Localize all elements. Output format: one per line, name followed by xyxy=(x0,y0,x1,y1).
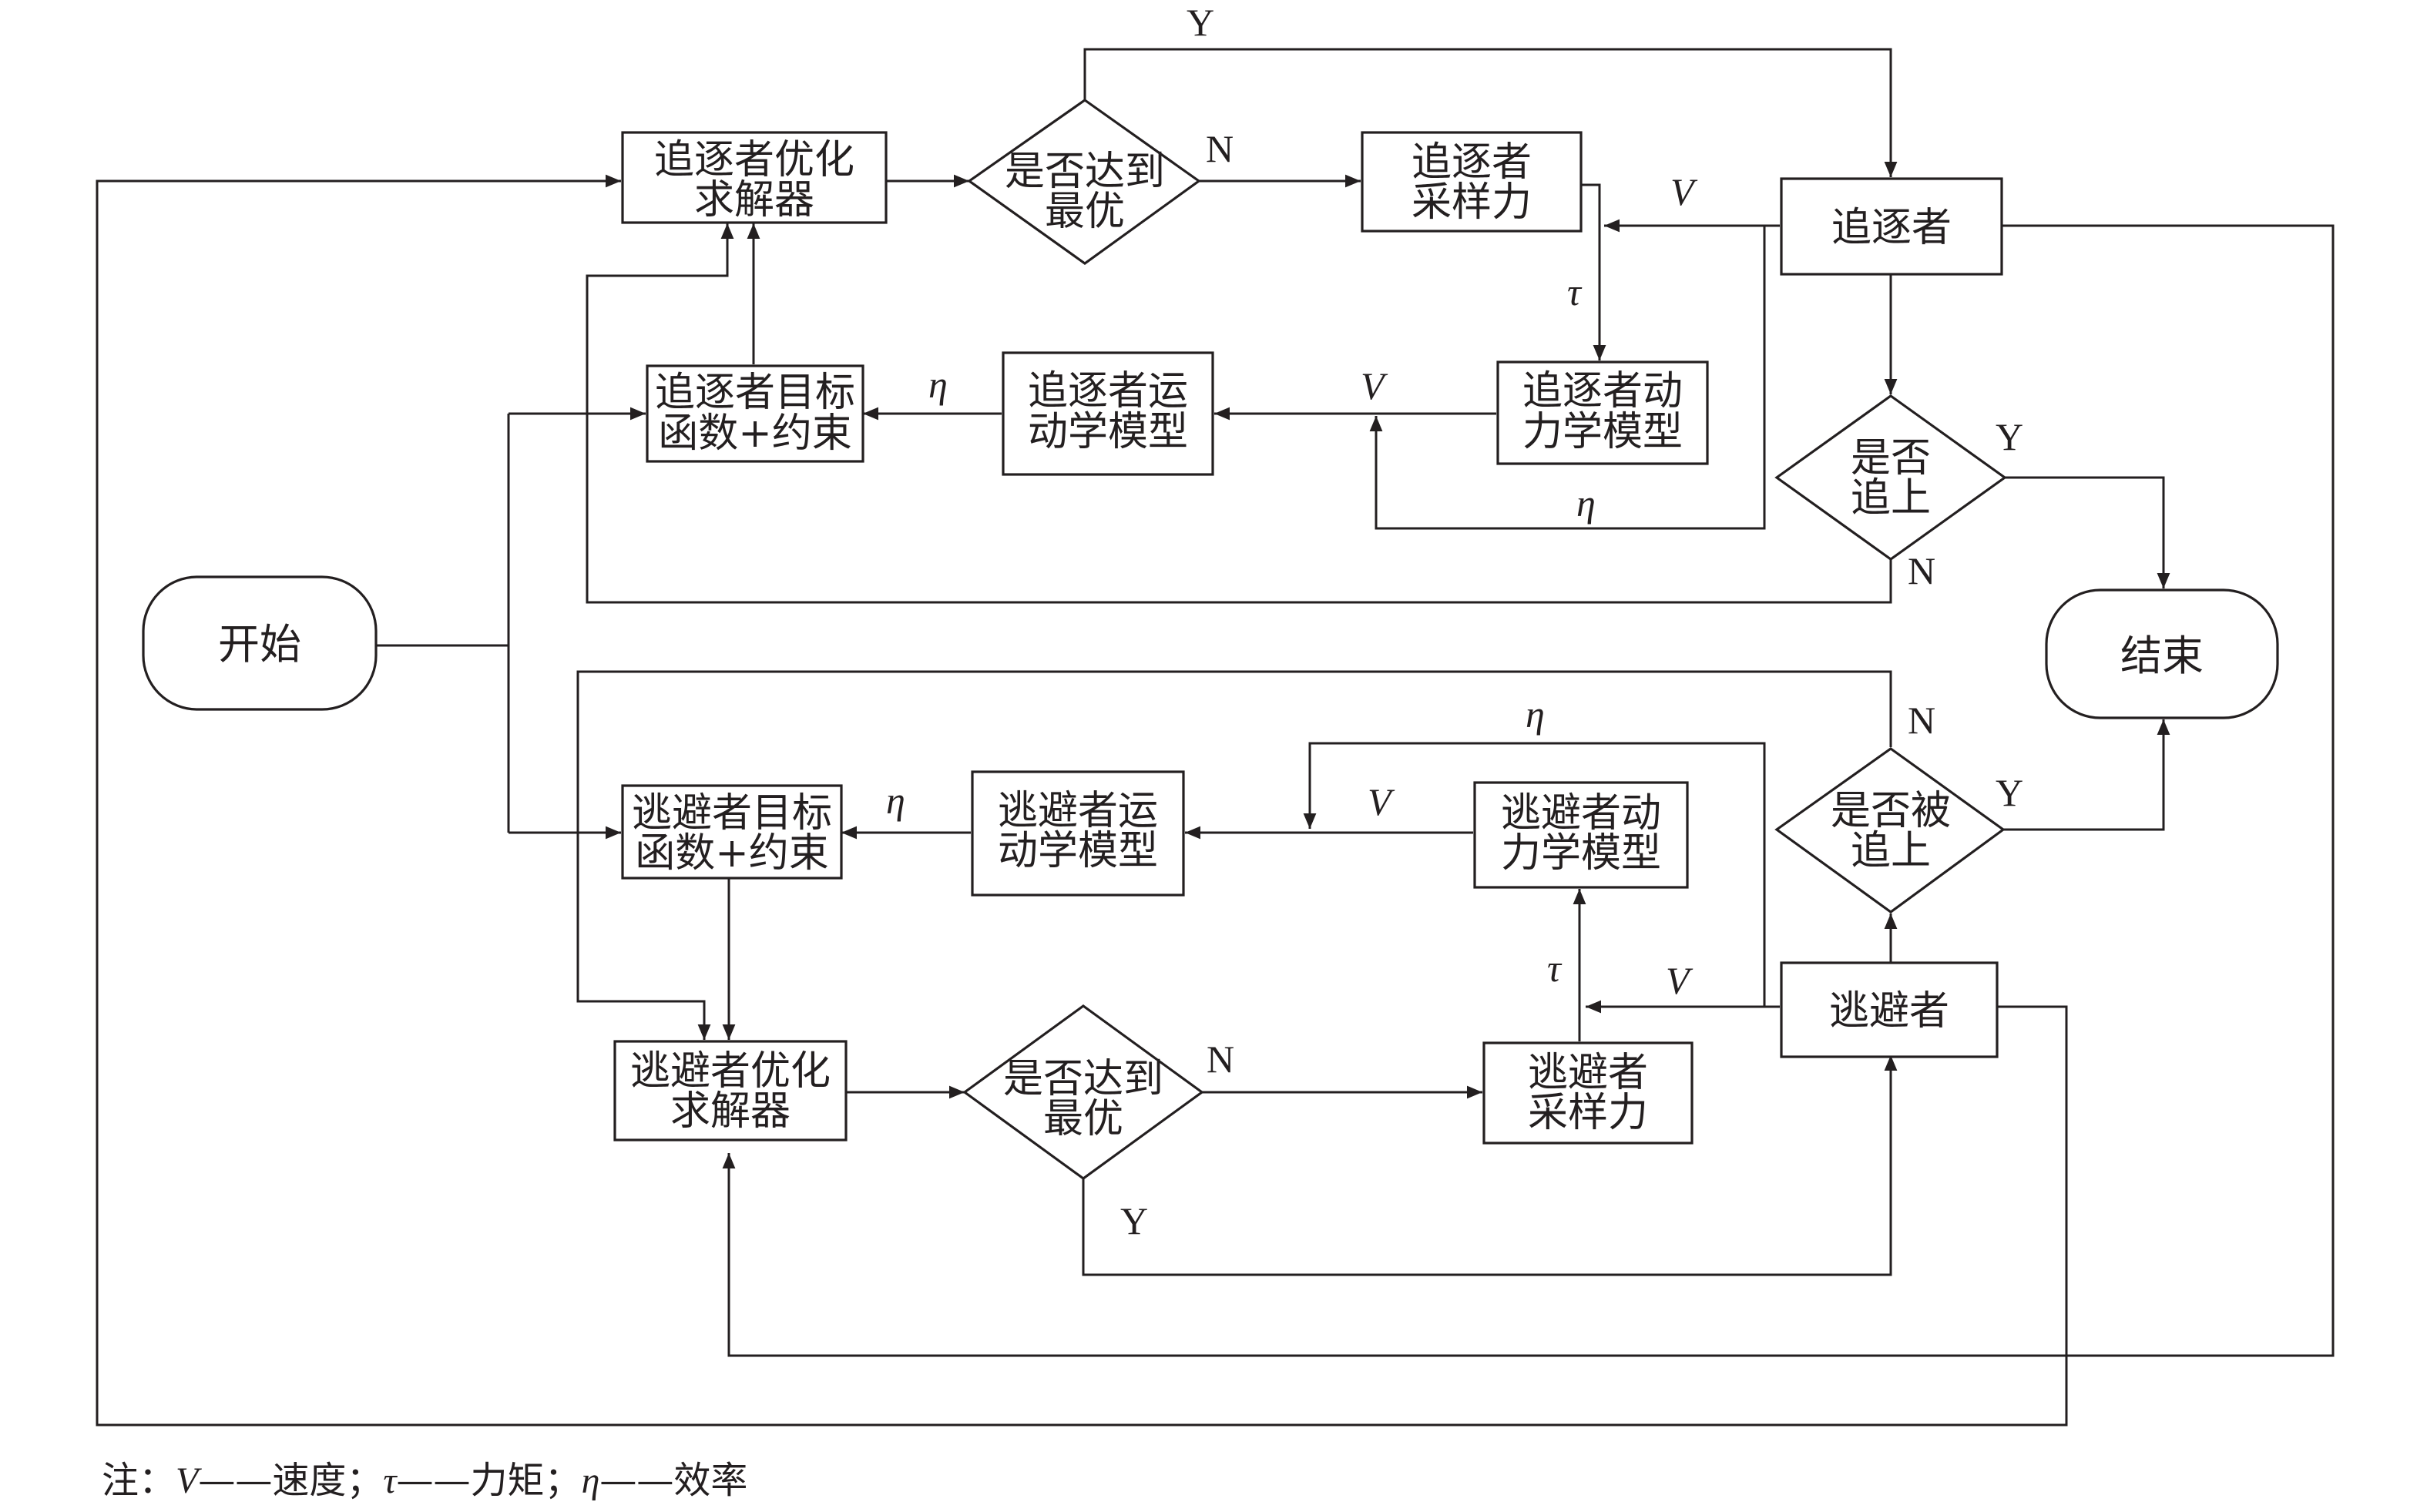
evader-caught-label-1: 是否被 xyxy=(1831,788,1951,834)
label-e-caught-no: N xyxy=(1908,699,1935,742)
evader-solver-label-2: 求解器 xyxy=(670,1088,791,1135)
edge-e-agent-to-p-solver xyxy=(96,174,2068,1427)
label-p-dyn-v: V xyxy=(1361,364,1388,407)
label-p-caught-yes: Y xyxy=(1996,415,2023,458)
pursuer-kinematic-label-2: 动学模型 xyxy=(1028,409,1188,455)
label-e-opt-yes: Y xyxy=(1120,1199,1148,1242)
evader-dynamic-label-2: 力学模型 xyxy=(1501,830,1661,877)
evader-objective-label-1: 逃避者目标 xyxy=(632,790,832,836)
end-node: 结束 xyxy=(2045,588,2279,719)
label-p-agent-eta: η xyxy=(1576,481,1596,525)
label-p-caught-no: N xyxy=(1908,549,1935,592)
start-label: 开始 xyxy=(218,620,301,669)
evader-sample-force-node: 逃避者 采样力 xyxy=(1482,1041,1694,1145)
evader-optimal-decision: 是否达到 最优 xyxy=(962,1004,1204,1180)
edges xyxy=(96,48,2335,1427)
pursuer-agent-node: 追逐者 xyxy=(1780,177,2003,276)
pursuer-objective-label-2: 函数+约束 xyxy=(658,411,852,457)
evader-agent-node: 逃避者 xyxy=(1780,961,1999,1058)
edge-labels: Y N V τ V η η Y N N Y η V η τ V N Y xyxy=(886,1,2023,1242)
pursuer-optimal-decision: 是否达到 最优 xyxy=(967,99,1201,265)
label-e-agent-v: V xyxy=(1666,959,1694,1002)
label-p-tau: τ xyxy=(1567,270,1583,313)
end-label: 结束 xyxy=(2120,632,2204,680)
note-tau-text: ——力矩； xyxy=(397,1459,582,1502)
label-p-opt-yes: Y xyxy=(1187,1,1214,44)
pursuer-objective-node: 追逐者目标 函数+约束 xyxy=(646,364,864,463)
pursuer-kinematic-node: 追逐者运 动学模型 xyxy=(1002,351,1214,476)
evader-kinematic-label-2: 动学模型 xyxy=(998,828,1158,874)
evader-sample-label-1: 逃避者 xyxy=(1528,1050,1648,1096)
evader-dynamic-label-1: 逃避者动 xyxy=(1501,790,1661,836)
start-node: 开始 xyxy=(142,575,378,711)
note-prefix: 注： xyxy=(102,1459,176,1502)
evader-caught-label-2: 追上 xyxy=(1851,828,1931,874)
legend-note: 注：V——速度；τ——力矩；η——效率 xyxy=(102,1459,747,1502)
evader-objective-node: 逃避者目标 函数+约束 xyxy=(621,784,843,880)
evader-dynamic-node: 逃避者动 力学模型 xyxy=(1473,781,1689,889)
evader-objective-label-2: 函数+约束 xyxy=(635,830,829,877)
label-p-opt-no: N xyxy=(1206,127,1234,170)
evader-optimal-label-2: 最优 xyxy=(1043,1096,1123,1142)
edge-p-caught-no xyxy=(586,223,1892,604)
pursuer-dynamic-label-2: 力学模型 xyxy=(1522,409,1683,455)
edge-p-caught-yes xyxy=(2005,476,2170,588)
evader-optimal-label-1: 是否达到 xyxy=(1003,1056,1163,1102)
label-e-dyn-v: V xyxy=(1368,780,1395,823)
note-v-text: ——速度； xyxy=(198,1459,383,1502)
edge-e-opt-yes xyxy=(1082,1055,1898,1276)
note-tau-symbol: τ xyxy=(383,1460,398,1501)
pursuer-solver-label-1: 追逐者优化 xyxy=(654,137,854,183)
pursuer-sample-label-2: 采样力 xyxy=(1412,179,1532,226)
label-p-kin-eta: η xyxy=(928,363,948,406)
edge-p-agent-eta xyxy=(1369,226,1766,530)
evader-kinematic-node: 逃避者运 动学模型 xyxy=(971,770,1185,897)
pursuer-optimal-label-2: 最优 xyxy=(1045,189,1125,235)
pursuer-dynamic-label-1: 追逐者动 xyxy=(1522,368,1683,414)
label-e-tau: τ xyxy=(1547,947,1563,990)
edge-p-sample-dyn xyxy=(1579,183,1606,360)
pursuer-caught-label-2: 追上 xyxy=(1851,475,1931,521)
pursuer-solver-node: 追逐者优化 求解器 xyxy=(621,131,888,224)
edge-p-agent-to-e-solver xyxy=(722,224,2335,1357)
pursuer-sample-force-node: 追逐者 采样力 xyxy=(1361,131,1583,233)
evader-solver-node: 逃避者优化 求解器 xyxy=(613,1040,848,1142)
pursuer-dynamic-node: 追逐者动 力学模型 xyxy=(1496,360,1709,465)
label-p-agent-v: V xyxy=(1670,170,1698,213)
pursuer-objective-label-1: 追逐者目标 xyxy=(655,370,855,416)
pursuer-caught-decision: 是否 追上 xyxy=(1774,394,2007,561)
label-e-agent-eta: η xyxy=(1526,692,1545,736)
note-v-symbol: V xyxy=(176,1460,202,1501)
nodes: 开始 结束 追逐者优化 求解器 是否达到 最优 追逐者 采样力 追逐者 xyxy=(142,99,2279,1180)
pursuer-solver-label-2: 求解器 xyxy=(694,177,814,223)
evader-agent-label: 逃避者 xyxy=(1829,988,1949,1034)
evader-caught-decision: 是否被 追上 xyxy=(1774,747,2006,914)
edge-e-caught-yes xyxy=(2003,719,2170,831)
edge-e-agent-eta xyxy=(1303,742,1766,1007)
label-e-caught-yes: Y xyxy=(1996,771,2023,814)
label-e-kin-eta: η xyxy=(886,779,905,822)
note-eta-symbol: η xyxy=(582,1460,600,1501)
edge-e-caught-no xyxy=(576,670,1892,1040)
evader-kinematic-label-1: 逃避者运 xyxy=(998,788,1158,834)
pursuer-sample-label-1: 追逐者 xyxy=(1412,139,1532,186)
pursuer-caught-label-1: 是否 xyxy=(1851,435,1931,481)
label-e-opt-no: N xyxy=(1207,1038,1234,1081)
evader-sample-label-2: 采样力 xyxy=(1528,1090,1648,1136)
edge-p-opt-yes xyxy=(1083,48,1898,177)
pursuer-agent-label: 追逐者 xyxy=(1831,205,1952,251)
evader-solver-label-1: 逃避者优化 xyxy=(630,1048,831,1095)
pursuer-optimal-label-1: 是否达到 xyxy=(1005,149,1165,195)
note-eta-text: ——效率 xyxy=(599,1459,747,1502)
pursuer-kinematic-label-1: 追逐者运 xyxy=(1028,368,1188,414)
note-text: 注：V——速度；τ——力矩；η——效率 xyxy=(102,1459,747,1502)
